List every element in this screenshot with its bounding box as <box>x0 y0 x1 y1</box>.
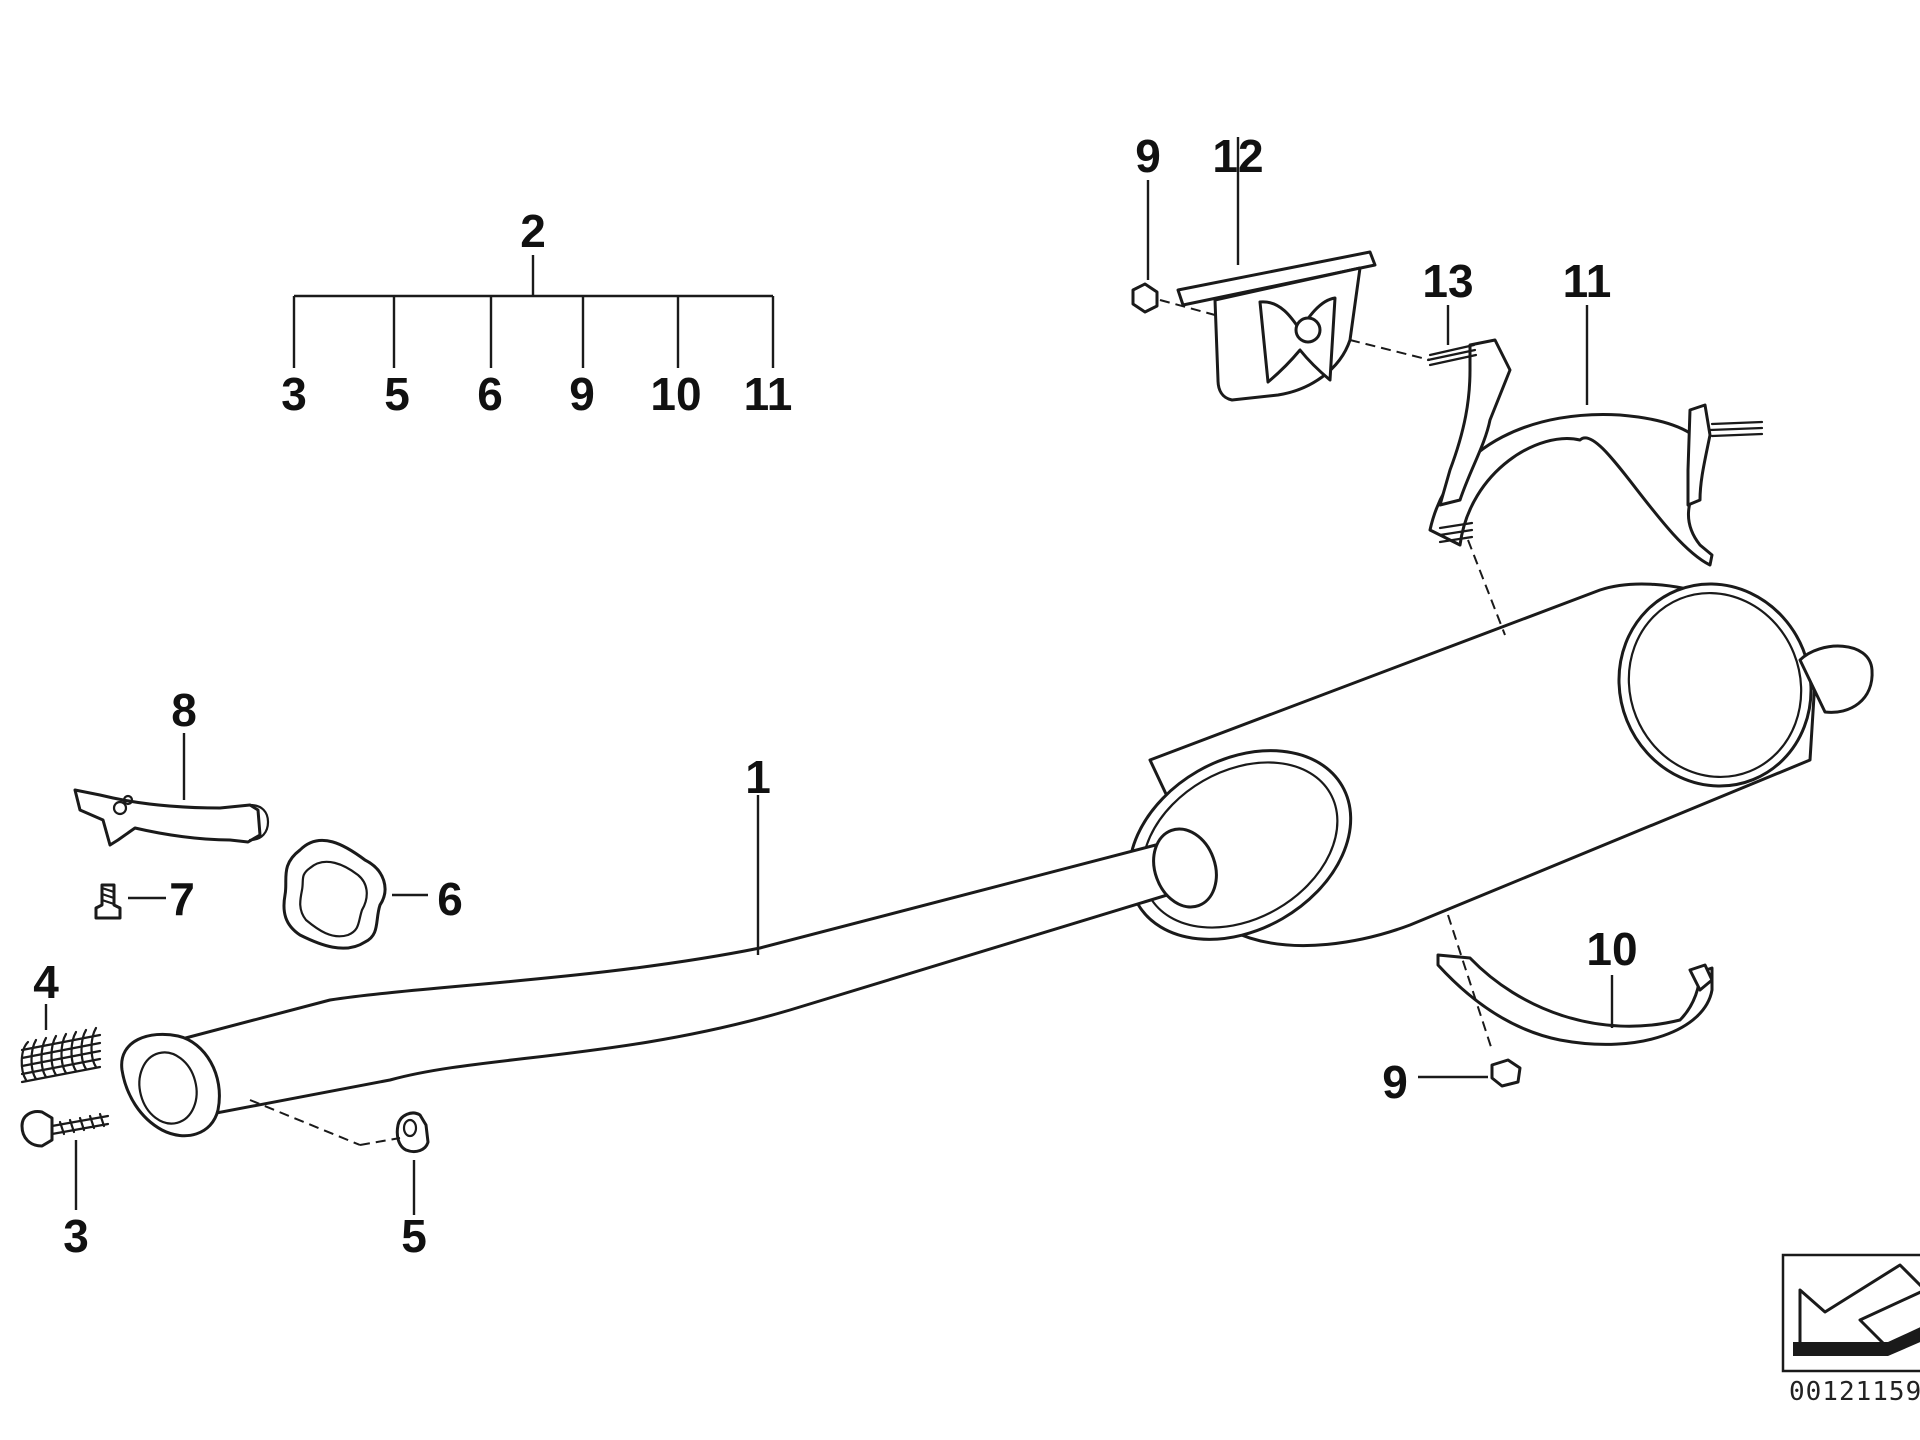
kit-tree: 2 3 5 6 9 10 11 <box>281 205 792 420</box>
bolt-3: 3 <box>20 1110 110 1262</box>
bushing: 5 <box>249 1099 430 1262</box>
screw-7: 7 <box>94 873 195 925</box>
nut-icon <box>1131 282 1159 314</box>
callout-1: 1 <box>745 751 771 803</box>
rear-muffler-assembly: 1 <box>120 582 1874 1138</box>
gasket-icon <box>282 839 387 950</box>
callout-9-upper: 9 <box>1135 130 1161 182</box>
diagram-logo <box>1781 1253 1920 1373</box>
callout-10: 10 <box>1586 923 1637 975</box>
spring: 4 <box>20 956 102 1084</box>
callout-11: 11 <box>1563 255 1612 307</box>
bracket: 8 <box>73 684 270 847</box>
bolt-icon <box>20 1110 54 1148</box>
callout-5: 5 <box>401 1210 427 1262</box>
bushing-icon <box>395 1111 430 1154</box>
gasket: 6 <box>282 839 463 950</box>
kit-member-6: 6 <box>477 368 503 420</box>
kit-member-5: 5 <box>384 368 410 420</box>
callout-3: 3 <box>63 1210 89 1262</box>
upper-clamp: 13 11 <box>1422 255 1764 636</box>
tail-pipe <box>1798 644 1874 714</box>
callout-2: 2 <box>520 205 546 257</box>
lower-clamp: 10 9 <box>1382 914 1714 1108</box>
rubber-mount: 12 9 <box>1131 130 1431 402</box>
callout-8: 8 <box>171 684 197 736</box>
kit-member-9: 9 <box>569 368 595 420</box>
kit-member-10: 10 <box>650 368 701 420</box>
reference-number: 00121159 <box>1789 1377 1920 1407</box>
kit-member-11: 11 <box>744 368 793 420</box>
callout-6: 6 <box>437 873 463 925</box>
callout-4: 4 <box>33 956 59 1008</box>
callout-13: 13 <box>1422 255 1473 307</box>
bolt-icon <box>1426 343 1478 367</box>
callout-12: 12 <box>1212 130 1263 182</box>
pipe-front-flange <box>120 1032 221 1138</box>
callout-7: 7 <box>169 873 195 925</box>
kit-member-3: 3 <box>281 368 307 420</box>
callout-9-lower: 9 <box>1382 1056 1408 1108</box>
nut-icon <box>1490 1058 1522 1088</box>
